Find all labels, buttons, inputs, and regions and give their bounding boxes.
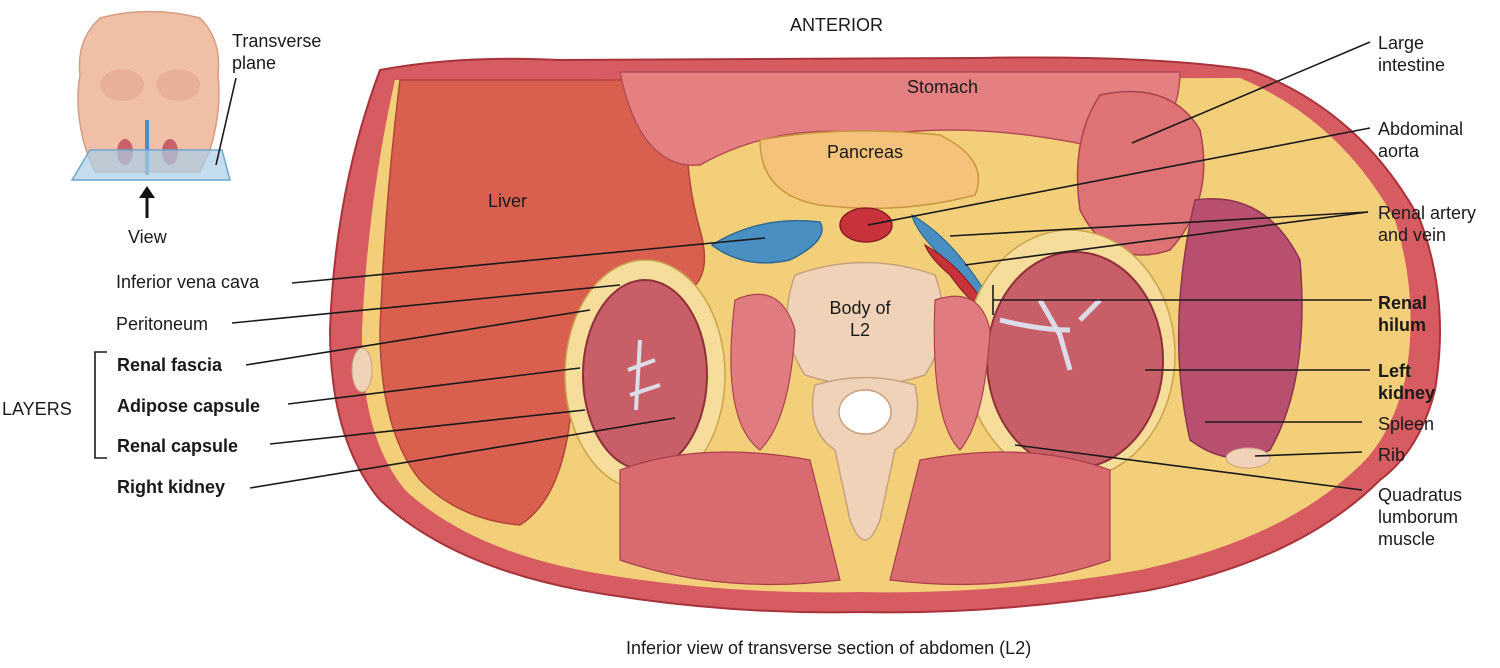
back-muscle-left xyxy=(889,451,1111,586)
leader-peritoneum xyxy=(231,284,621,324)
breast-left xyxy=(100,69,144,101)
layers-bracket xyxy=(94,351,107,459)
vertebral-arch xyxy=(811,376,919,541)
leader-aorta xyxy=(867,127,1371,226)
back-muscle-right xyxy=(619,451,841,586)
peritoneum-label: Peritoneum xyxy=(116,314,209,334)
leader-adipose-capsule xyxy=(287,367,581,405)
leader-large-intestine xyxy=(1131,41,1371,144)
aorta-label: Abdominal aorta xyxy=(1378,119,1464,161)
spleen-label: Spleen xyxy=(1378,414,1435,434)
spleen xyxy=(1177,198,1303,459)
leader-transverse-plane xyxy=(215,77,237,166)
torso-silhouette xyxy=(77,10,220,173)
rib-left xyxy=(1225,447,1271,469)
anterior-label: ANTERIOR xyxy=(790,15,884,35)
layers-label: LAYERS xyxy=(2,399,72,419)
left-kidney-label: Left kidney xyxy=(1378,361,1436,403)
renal-artery-vein-label: Renal artery and vein xyxy=(1378,203,1477,245)
leader-right-kidney xyxy=(249,417,676,489)
view-arrow-head xyxy=(139,186,155,198)
left-kidney-pelvis xyxy=(999,298,1102,371)
rib-right xyxy=(351,347,373,393)
large-intestine-label: Large intestine xyxy=(1378,33,1446,75)
leader-renal-vein xyxy=(949,211,1369,237)
adipose-capsule-label: Adipose capsule xyxy=(117,396,261,416)
right-kidney-label: Right kidney xyxy=(117,477,226,497)
liver-label: Liver xyxy=(488,191,528,211)
leader-lines xyxy=(94,41,1372,491)
right-kidney-pelvis xyxy=(627,339,661,411)
renal-capsule-label: Renal capsule xyxy=(117,436,239,456)
psoas-left xyxy=(933,295,991,451)
ivc-label: Inferior vena cava xyxy=(116,272,260,292)
leader-ivc xyxy=(291,237,766,284)
pancreas xyxy=(759,130,980,210)
rib-label: Rib xyxy=(1378,445,1406,465)
pancreas-label: Pancreas xyxy=(827,142,904,162)
torso-inset xyxy=(70,10,231,218)
view-label: View xyxy=(128,227,167,247)
leader-quadratus xyxy=(1014,444,1363,491)
vertebra-label: Body of L2 xyxy=(829,298,891,340)
cross-section xyxy=(328,56,1441,614)
liver xyxy=(379,79,706,526)
leader-renal-fascia xyxy=(245,309,591,366)
renal-fascia-label: Renal fascia xyxy=(117,355,223,375)
abdominal-aorta xyxy=(839,207,893,243)
stomach-label: Stomach xyxy=(907,77,979,97)
leader-renal-artery xyxy=(964,211,1369,266)
right-kidney xyxy=(582,279,708,471)
transverse-plane-label: Transverse plane xyxy=(232,31,322,73)
figure-caption: Inferior view of transverse section of a… xyxy=(626,638,1032,658)
renal-hilum-label: Renal hilum xyxy=(1378,293,1428,335)
quadratus-label: Quadratus lumborum muscle xyxy=(1378,485,1463,549)
leader-rib xyxy=(1254,451,1363,457)
leader-renal-capsule xyxy=(269,409,586,445)
left-kidney xyxy=(986,251,1164,469)
inferior-vena-cava xyxy=(710,219,823,264)
breast-right xyxy=(156,69,200,101)
spinal-canal xyxy=(838,389,892,435)
transverse-plane xyxy=(70,149,231,181)
psoas-right xyxy=(730,293,796,451)
large-intestine xyxy=(1076,90,1205,256)
